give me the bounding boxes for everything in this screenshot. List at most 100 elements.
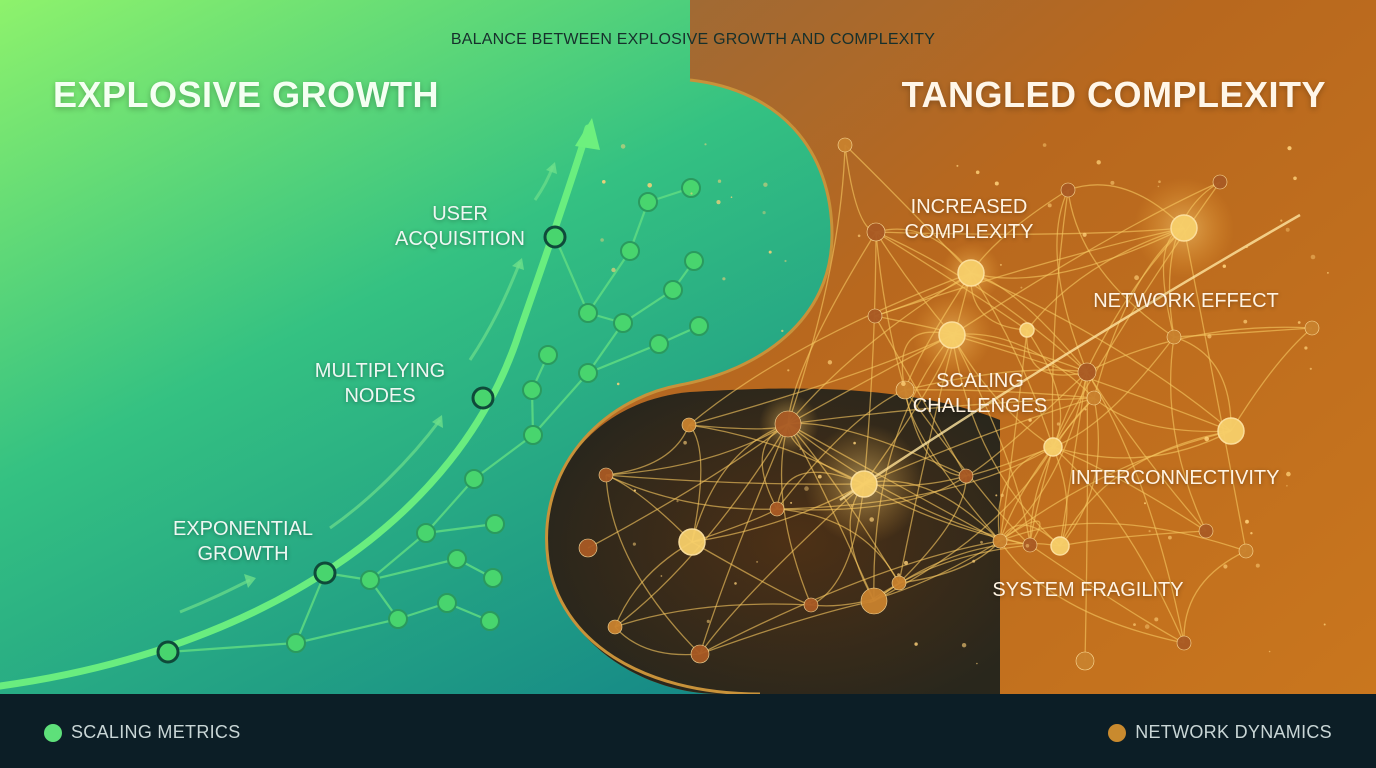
spark [1168,535,1172,540]
spark [804,486,809,491]
network-link [1059,397,1100,547]
network-node [1198,523,1214,539]
minor-arrow [468,261,522,361]
network-node [1086,390,1102,406]
label-network-effect: NETWORK EFFECT [1093,290,1279,312]
network-node [1176,635,1192,651]
network-link [1052,430,1232,459]
growth-node [416,523,436,543]
left-title: EXPLOSIVE GROWTH [53,74,440,115]
spark [632,542,637,546]
growth-node [620,241,640,261]
branch-link [425,522,496,535]
network-link [1067,189,1175,338]
growth-network [0,118,709,690]
spark [1025,544,1030,548]
network-node [681,417,697,433]
spark [704,143,707,146]
spark [1310,254,1316,260]
spark [602,180,606,184]
spark [1042,143,1047,147]
growth-node [464,469,484,489]
network-link [1059,530,1207,547]
spark [975,170,980,175]
legend-green-dot [44,723,62,742]
spark [869,517,874,522]
network-link [1052,446,1185,644]
network-node [1217,417,1245,445]
network-node [690,644,710,664]
spark [995,494,998,497]
network-node [1043,437,1063,457]
network-link [904,369,1088,391]
growth-node [447,549,467,569]
branch-link [587,342,660,375]
growth-node [437,593,457,613]
growth-node [156,640,180,664]
growth-node [523,425,543,445]
network-link [1170,336,1207,532]
network-node [598,467,614,483]
spark [1223,564,1228,569]
spark [914,642,918,646]
legend-orange-dot [1108,723,1127,742]
network-node [1050,536,1070,556]
spark [1222,264,1227,268]
network-link [1183,550,1247,644]
growth-node [471,386,495,410]
spark [730,196,733,198]
spark [676,500,679,503]
spark [633,489,637,492]
network-link [904,389,1031,546]
network-link [1029,544,1185,644]
network-link [614,603,812,628]
spark [768,250,772,254]
spark [620,144,626,149]
network-link [688,272,972,426]
spark [956,164,959,167]
tangled-network [578,137,1329,671]
spark [706,619,710,624]
network-link [688,424,702,543]
growth-node [483,568,503,588]
spark [790,501,793,504]
network-link [605,474,701,655]
spark [734,582,737,585]
growth-arrow-head [575,118,600,150]
spark [1323,623,1326,626]
spark [690,192,693,195]
legend-network-dynamics-label: NETWORK DYNAMICS [1135,722,1332,742]
network-node [866,222,886,242]
network-link [1026,329,1062,448]
growth-node [522,380,542,400]
network-link [1093,397,1232,433]
network-link [904,389,1095,399]
spark [897,573,901,577]
growth-node [543,225,567,249]
spark [827,360,833,365]
spark [1287,146,1292,151]
network-link [1086,371,1207,532]
network-node [769,501,785,517]
network-node [803,597,819,613]
spark [976,662,978,665]
network-link [999,397,1095,542]
branch-link [294,572,327,644]
network-node [1166,329,1182,345]
spark [716,200,721,205]
spark [1144,502,1146,505]
growth-node [649,334,669,354]
growth-node [638,192,658,212]
growth-node [538,345,558,365]
spark [1304,346,1308,350]
spark [1000,493,1004,497]
minor-arrow-head [244,574,256,588]
growth-node [388,609,408,629]
network-link [1173,327,1313,338]
network-link [810,540,1001,607]
network-link [999,430,1232,542]
network-node [850,470,878,498]
spark [972,559,976,563]
network-node [992,533,1008,549]
